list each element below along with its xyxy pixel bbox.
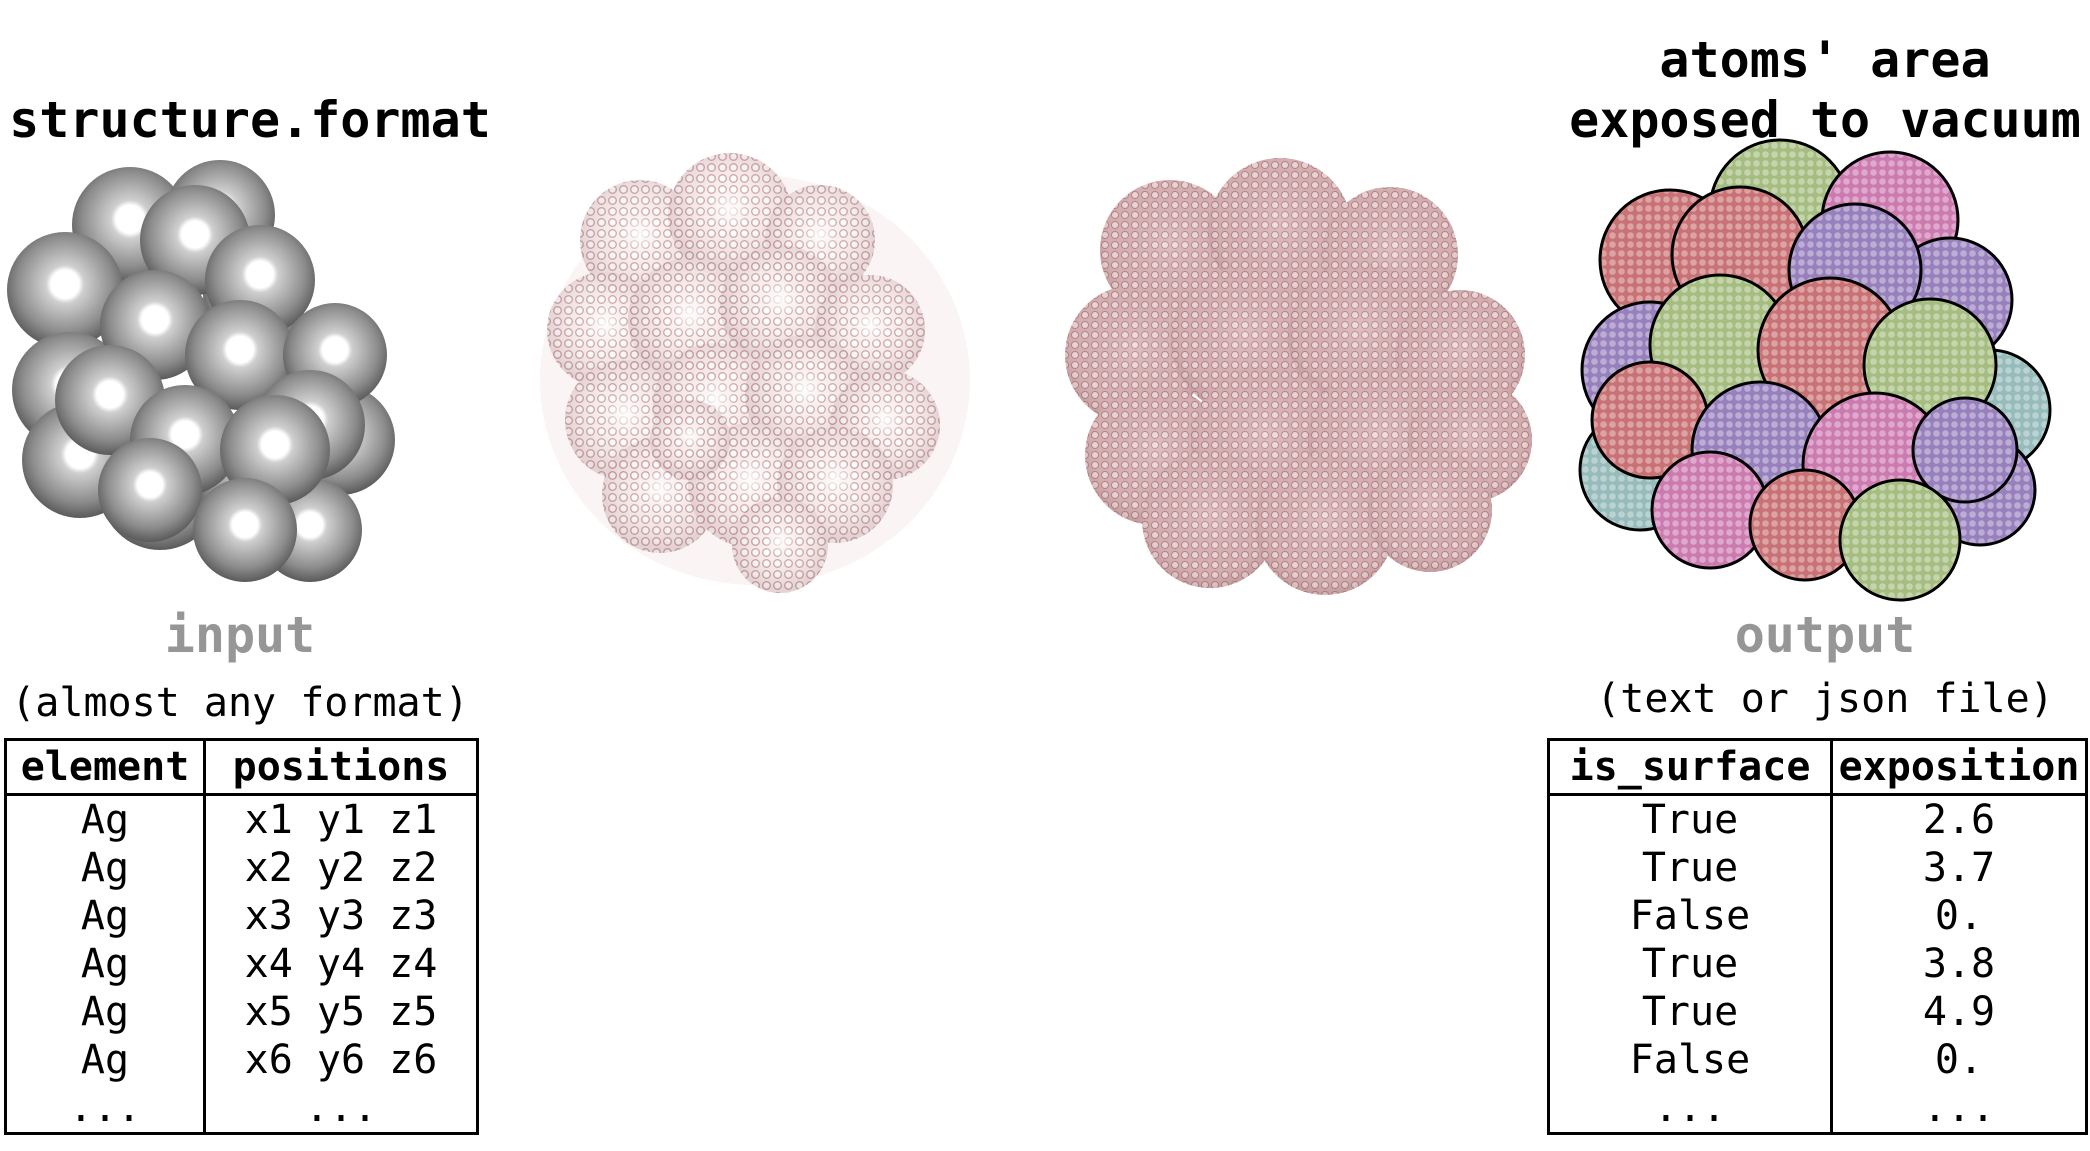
table-cell: True [1547,844,1833,892]
table-cell: Ag [4,844,206,892]
table-cell: True [1547,988,1833,1036]
table-cell: x5 y5 z5 [203,988,479,1036]
table-row: False 0. [1547,892,2088,940]
table-row: True 2.6 [1547,794,2088,844]
atom-sphere [1142,452,1278,588]
atom-sphere [193,478,297,582]
table-row: True 3.7 [1547,844,2088,892]
atom-sphere [1594,364,1706,476]
silver-cluster-image [7,160,395,582]
table-row: False 0. [1547,1036,2088,1084]
atom-sphere [1255,455,1395,595]
table-cell: Ag [4,1036,206,1084]
output-table-header-exposition: exposition [1830,738,2088,796]
table-cell: 3.7 [1830,844,2088,892]
atom-sphere [1842,482,1958,598]
input-title: structure.format [9,91,491,149]
output-subcaption: (text or json file) [1596,676,2054,722]
table-row: Ag x1 y1 z1 [4,794,479,844]
table-cell: 0. [1830,1036,2088,1084]
table-cell: x4 y4 z4 [203,940,479,988]
atom-sphere [1654,454,1766,566]
input-subcaption: (almost any format) [11,680,469,726]
output-table-header-is-surface: is_surface [1547,738,1833,796]
table-cell: Ag [4,988,206,1036]
input-caption: input [164,606,316,664]
table-row: Ag x2 y2 z2 [4,844,479,892]
table-cell: x6 y6 z6 [203,1036,479,1084]
output-title-line1: atoms' area [1659,31,1991,89]
table-row: Ag x3 y3 z3 [4,892,479,940]
output-title-line2: exposed to vacuum [1569,91,2081,149]
colored-surface-cluster-image [1578,138,2052,602]
table-cell: Ag [4,892,206,940]
table-cell: 3.8 [1830,940,2088,988]
table-row: True 4.9 [1547,988,2088,1036]
atom-sphere [185,300,295,410]
dotted-sphere-cluster-image [540,153,970,593]
atom-sphere [7,232,123,348]
atom-sphere [668,153,792,277]
table-cell: 2.6 [1830,794,2088,844]
input-table-header-positions: positions [203,738,479,796]
table-cell: True [1547,940,1833,988]
table-cell: x2 y2 z2 [203,844,479,892]
atom-sphere [1760,280,1900,420]
table-cell: ... [1547,1084,1833,1135]
table-row: ... ... [1547,1084,2088,1135]
table-cell: Ag [4,940,206,988]
input-table-header-element: element [4,738,206,796]
dotted-surface-cluster-image [1065,158,1532,595]
table-row: ... ... [4,1084,479,1135]
atom-sphere [1208,158,1352,302]
atom-sphere [720,245,840,365]
output-caption: output [1734,606,1916,664]
table-row: Ag x4 y4 z4 [4,940,479,988]
table-cell: 0. [1830,892,2088,940]
table-row: Ag x5 y5 z5 [4,988,479,1036]
input-table: element positions Ag x1 y1 z1 Ag x2 y2 z… [4,738,479,1135]
table-cell: ... [4,1084,206,1135]
table-row: True 3.8 [1547,940,2088,988]
table-cell: x3 y3 z3 [203,892,479,940]
table-cell: False [1547,892,1833,940]
output-table: is_surface exposition True 2.6 True 3.7 … [1547,738,2088,1135]
atom-sphere [1915,400,2015,500]
table-cell: ... [1830,1084,2088,1135]
table-cell: x1 y1 z1 [203,794,479,844]
table-row: Ag x6 y6 z6 [4,1036,479,1084]
atom-sphere [98,438,202,542]
table-cell: ... [203,1084,479,1135]
table-cell: 4.9 [1830,988,2088,1036]
table-cell: True [1547,794,1833,844]
atom-sphere [1752,472,1858,578]
table-cell: Ag [4,794,206,844]
atom-sphere [220,395,330,505]
table-cell: False [1547,1036,1833,1084]
atom-sphere [732,497,828,593]
atom-sphere [1368,448,1492,572]
atom-sphere [650,400,730,480]
